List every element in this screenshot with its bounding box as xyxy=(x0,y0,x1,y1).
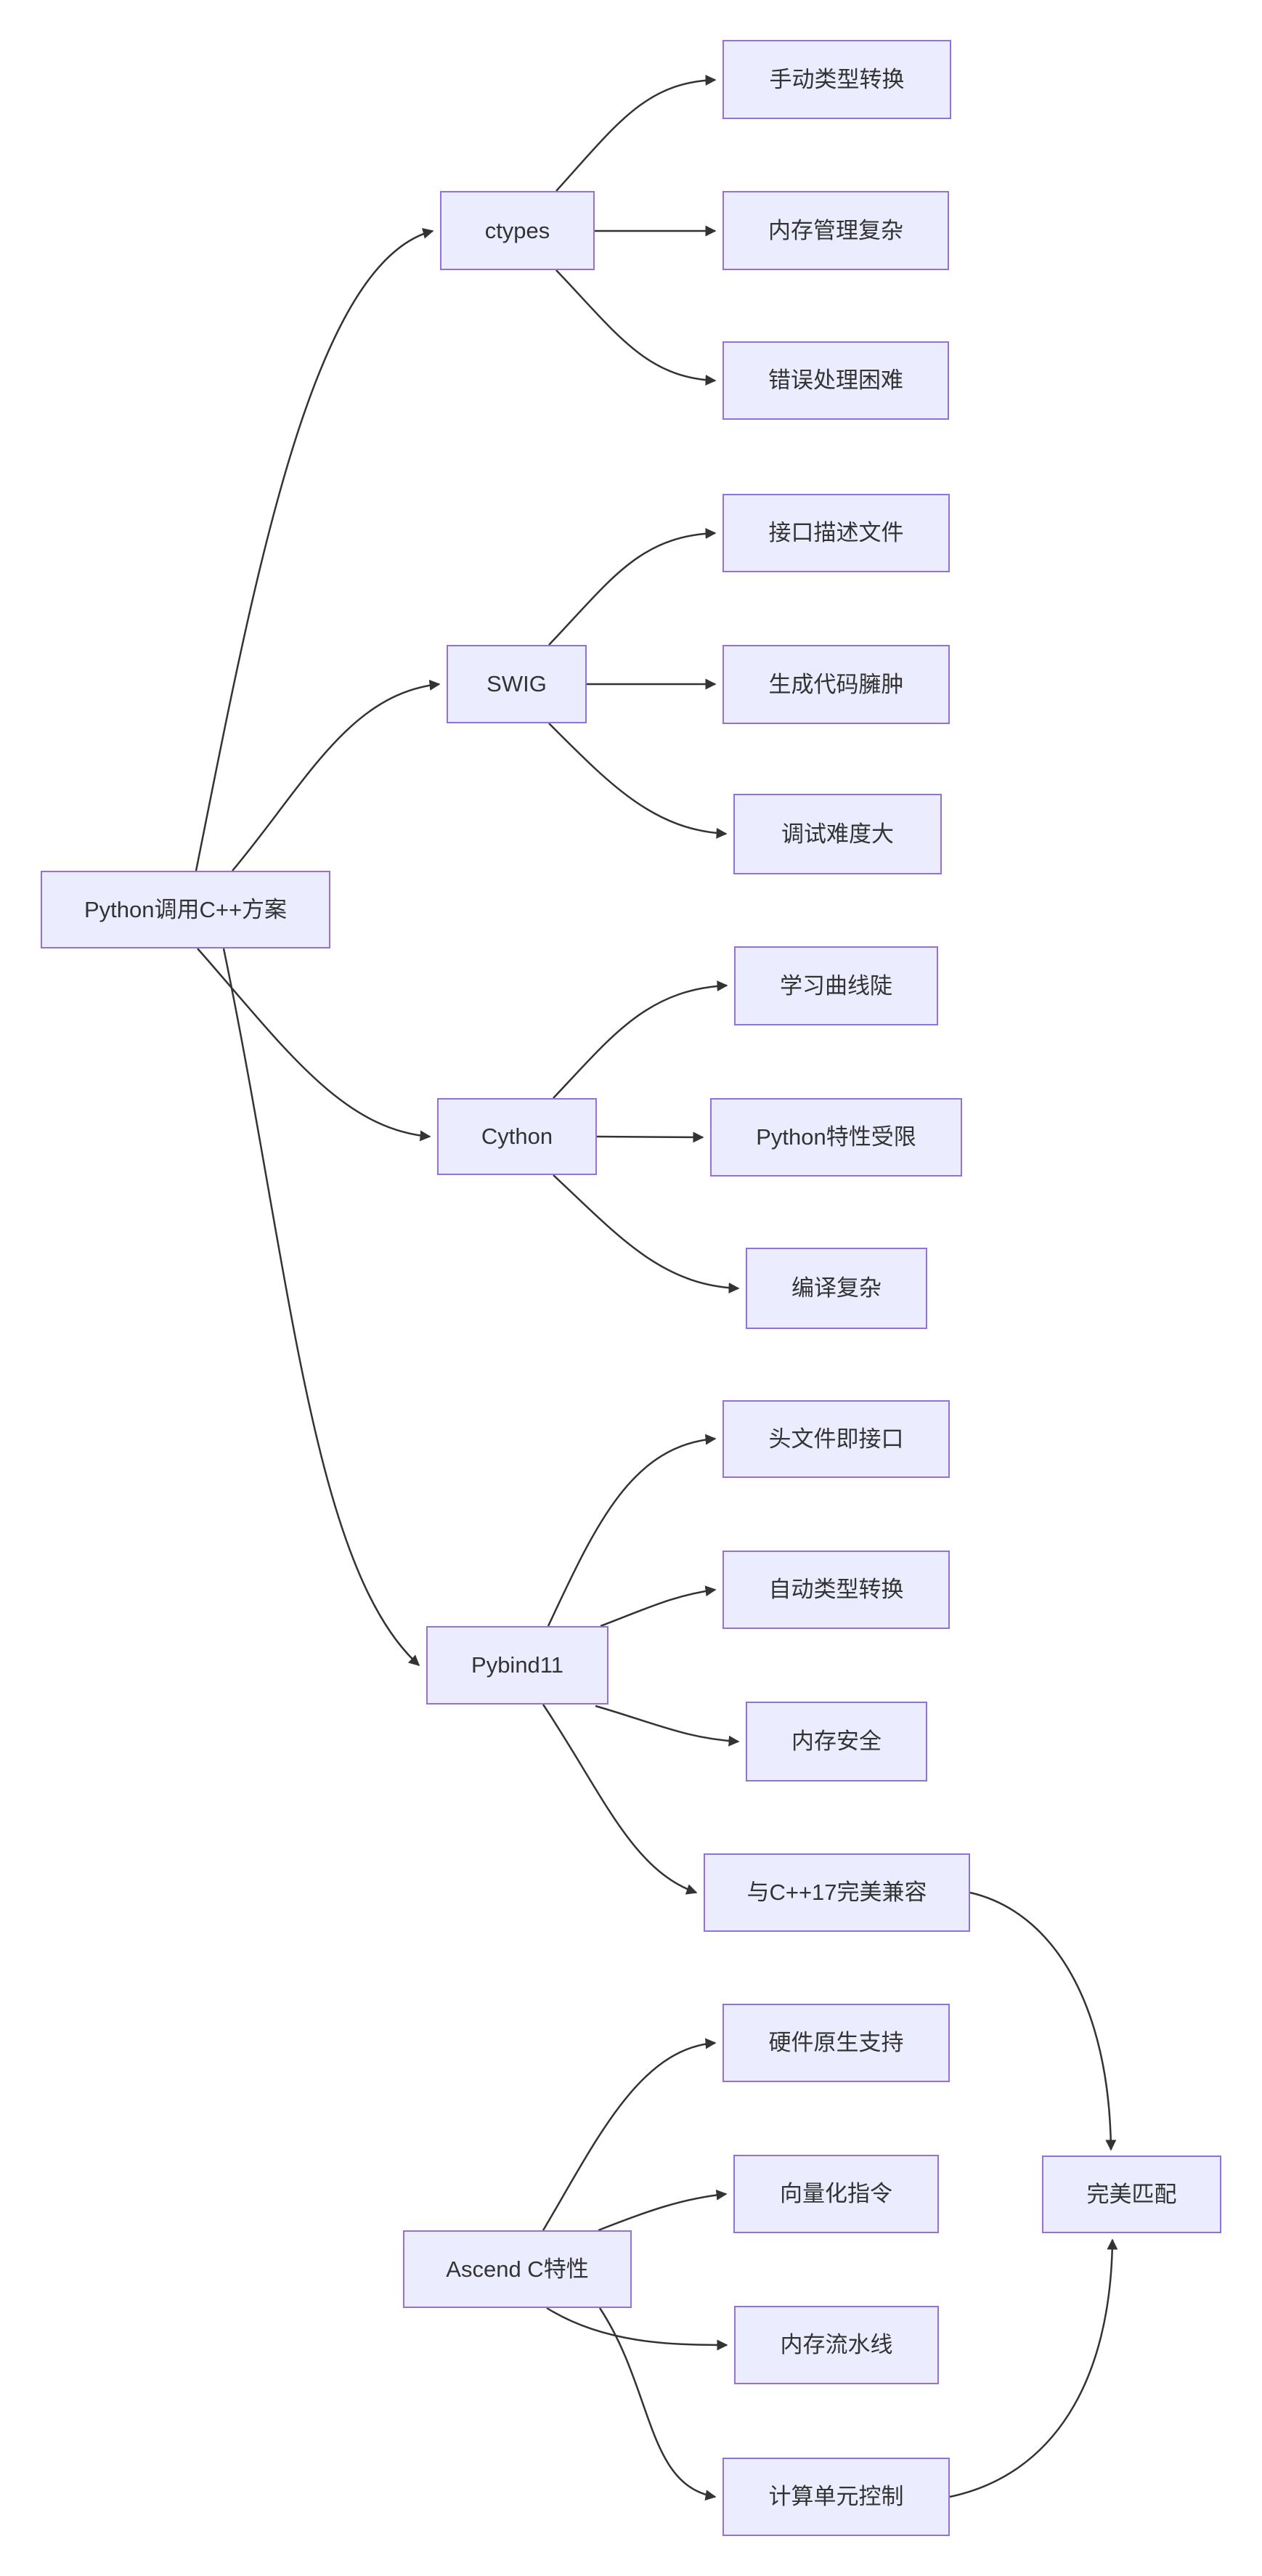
node-vector-instr: 向量化指令 xyxy=(733,2155,939,2233)
node-error-hard: 错误处理困难 xyxy=(722,341,949,420)
edge-pybind11-auto-cast xyxy=(600,1585,717,1628)
edge-ascend-hw-native xyxy=(542,2038,717,2231)
edge-swig-debug-hard xyxy=(548,723,728,839)
edge-compute-ctrl-perfect-match xyxy=(949,2238,1118,2498)
node-label: 计算单元控制 xyxy=(768,2484,904,2510)
node-label: 调试难度大 xyxy=(781,821,894,847)
node-label: 与C++17完美兼容 xyxy=(746,1880,927,1906)
node-label: Ascend C特性 xyxy=(446,2256,589,2282)
node-label: 内存管理复杂 xyxy=(768,217,903,243)
node-label: Pybind11 xyxy=(471,1652,563,1678)
edge-root-cython xyxy=(197,948,431,1142)
edge-root-ctypes xyxy=(195,228,434,871)
node-label: 头文件即接口 xyxy=(768,1426,904,1452)
node-py-features-limited: Python特性受限 xyxy=(710,1098,962,1177)
node-label: Cython xyxy=(481,1124,553,1150)
node-label: 接口描述文件 xyxy=(768,520,904,546)
edge-ascend-vector-instr xyxy=(598,2189,728,2232)
node-learning-curve: 学习曲线陡 xyxy=(734,946,938,1025)
edge-pybind11-header-iface xyxy=(547,1434,717,1627)
node-label: 完美匹配 xyxy=(1086,2181,1177,2207)
edge-swig-iface-file xyxy=(548,528,717,646)
node-perfect-match: 完美匹配 xyxy=(1042,2156,1221,2233)
node-label: 生成代码臃肿 xyxy=(768,671,904,697)
edge-root-swig xyxy=(232,679,441,871)
node-hw-native: 硬件原生支持 xyxy=(722,2004,950,2082)
node-pybind11: Pybind11 xyxy=(426,1626,608,1705)
edge-cpp17-perfect-match xyxy=(969,1891,1117,2151)
node-manual-cast: 手动类型转换 xyxy=(722,40,951,119)
node-auto-cast: 自动类型转换 xyxy=(722,1551,950,1629)
node-label: Python特性受限 xyxy=(756,1124,916,1150)
node-mem-complex: 内存管理复杂 xyxy=(722,191,949,270)
node-cpp17-compat: 与C++17完美兼容 xyxy=(704,1853,970,1932)
node-label: Python调用C++方案 xyxy=(84,896,288,922)
edge-pybind11-mem-safe xyxy=(595,1705,740,1747)
node-label: 向量化指令 xyxy=(780,2181,892,2207)
node-mem-pipeline: 内存流水线 xyxy=(734,2306,939,2384)
edge-cython-compile-complex xyxy=(553,1174,740,1293)
node-label: 编译复杂 xyxy=(791,1275,882,1301)
node-label: 硬件原生支持 xyxy=(768,2030,904,2056)
node-label: ctypes xyxy=(484,217,550,243)
node-ascend-c: Ascend C特性 xyxy=(403,2230,632,2308)
edge-ascend-mem-pipeline xyxy=(546,2307,728,2351)
node-mem-safe: 内存安全 xyxy=(746,1702,927,1781)
node-compile-complex: 编译复杂 xyxy=(746,1248,927,1329)
edge-ascend-compute-ctrl xyxy=(598,2307,717,2501)
edge-ctypes-error-hard xyxy=(555,269,717,386)
node-iface-file: 接口描述文件 xyxy=(722,494,950,572)
edge-ctypes-manual-cast xyxy=(555,74,717,192)
node-label: 学习曲线陡 xyxy=(780,972,892,999)
node-label: 错误处理困难 xyxy=(768,367,903,394)
node-header-iface: 头文件即接口 xyxy=(722,1400,950,1478)
node-label: 内存流水线 xyxy=(780,2332,893,2358)
node-ctypes: ctypes xyxy=(440,191,595,270)
node-label: 自动类型转换 xyxy=(768,1577,904,1603)
edge-cython-learning-curve xyxy=(553,980,728,1099)
node-debug-hard: 调试难度大 xyxy=(733,794,942,874)
node-label: SWIG xyxy=(487,671,547,697)
node-label: 内存安全 xyxy=(791,1728,882,1755)
node-cython: Cython xyxy=(437,1098,597,1175)
node-python-call-cpp: Python调用C++方案 xyxy=(41,871,330,948)
edge-root-pybind11 xyxy=(222,948,420,1667)
node-label: 手动类型转换 xyxy=(769,66,905,92)
node-swig: SWIG xyxy=(447,645,587,723)
node-compute-ctrl: 计算单元控制 xyxy=(722,2458,950,2536)
node-code-bloat: 生成代码臃肿 xyxy=(722,645,950,724)
edge-pybind11-cpp17 xyxy=(542,1704,698,1895)
